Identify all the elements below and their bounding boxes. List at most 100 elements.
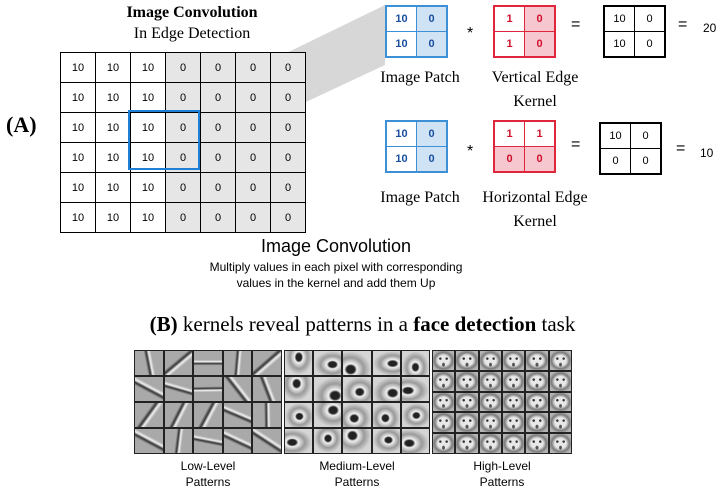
- vertical-conv-symbol: *: [467, 25, 474, 42]
- medium-pattern-tile: [313, 376, 343, 402]
- grid-cell: 10: [60, 202, 96, 233]
- high-pattern-tile: [432, 350, 456, 371]
- vertical-equals-2: =: [678, 16, 688, 33]
- low-pattern-tile: [222, 376, 253, 402]
- panel-b-text-2: task: [536, 312, 576, 336]
- medium-pattern-tile: [284, 402, 314, 428]
- high-pattern-tile: [525, 433, 549, 454]
- grid-cell: 0: [270, 82, 306, 113]
- high-pattern-tile: [455, 433, 479, 454]
- medium-pattern-tile: [400, 428, 430, 454]
- high-pattern-tile: [502, 412, 526, 434]
- grid-cell: 0: [200, 142, 236, 173]
- grid-cell: 10: [130, 82, 166, 113]
- horizontal-equals-2: =: [676, 140, 686, 157]
- low-pattern-tile: [163, 376, 194, 402]
- medium-level-suffix: Patterns: [334, 475, 380, 489]
- low-pattern-tile: [193, 350, 223, 376]
- matrix-cell: 0: [524, 5, 556, 32]
- matrix-cell: 10: [385, 120, 417, 147]
- matrix-cell: 0: [599, 148, 631, 175]
- grid-cell: 10: [60, 172, 96, 203]
- high-level-patterns-image: [432, 350, 572, 454]
- grid-cell: 0: [270, 202, 306, 233]
- medium-pattern-tile: [313, 350, 343, 376]
- matrix-cell: 1: [524, 120, 556, 147]
- vertical-patch-label: Image Patch: [380, 69, 460, 86]
- vertical-equals-1: =: [571, 16, 581, 33]
- high-pattern-tile: [432, 370, 456, 392]
- high-pattern-tile: [455, 412, 479, 434]
- grid-cell: 10: [95, 82, 131, 113]
- medium-pattern-tile: [400, 350, 430, 376]
- panel-a-subtitle: In Edge Detection: [133, 25, 251, 42]
- grid-cell: 0: [235, 82, 271, 113]
- horizontal-equals-1: =: [571, 136, 581, 153]
- low-pattern-tile: [252, 402, 282, 428]
- grid-cell: 10: [95, 52, 131, 83]
- high-pattern-tile: [478, 433, 502, 454]
- low-pattern-tile: [222, 402, 253, 428]
- matrix-cell: 0: [524, 146, 556, 173]
- caption-line-2: values in the kernel and add them Up: [236, 276, 436, 290]
- high-pattern-tile: [502, 370, 526, 392]
- medium-pattern-tile: [342, 376, 372, 402]
- low-pattern-tile: [193, 402, 223, 428]
- matrix-cell: 0: [630, 148, 662, 175]
- low-pattern-tile: [252, 376, 282, 402]
- low-pattern-tile: [163, 402, 194, 428]
- high-pattern-tile: [455, 391, 479, 413]
- high-pattern-tile: [502, 433, 526, 454]
- matrix-cell: 10: [385, 146, 417, 173]
- medium-pattern-tile: [371, 350, 401, 376]
- medium-pattern-tile: [313, 428, 343, 454]
- low-level-patterns-image: [134, 350, 282, 454]
- matrix-cell: 1: [493, 120, 525, 147]
- high-pattern-tile: [525, 412, 549, 434]
- matrix-cell: 0: [630, 122, 662, 149]
- low-pattern-tile: [163, 350, 194, 376]
- low-pattern-tile: [134, 376, 164, 402]
- high-level-name: High-Level: [473, 459, 531, 473]
- medium-level-name: Medium-Level: [319, 459, 395, 473]
- high-pattern-tile: [548, 433, 572, 454]
- grid-cell: 0: [270, 52, 306, 83]
- low-pattern-tile: [134, 350, 164, 376]
- panel-b-text-bold: face detection: [413, 312, 537, 336]
- grid-cell: 0: [165, 112, 201, 143]
- medium-pattern-tile: [400, 402, 430, 428]
- low-pattern-tile: [134, 428, 164, 454]
- high-pattern-tile: [525, 370, 549, 392]
- high-pattern-tile: [478, 412, 502, 434]
- high-pattern-tile: [525, 350, 549, 371]
- panel-b-heading: (B) kernels reveal patterns in a face de…: [0, 312, 725, 337]
- low-pattern-tile: [222, 428, 253, 454]
- medium-pattern-tile: [371, 428, 401, 454]
- high-pattern-tile: [548, 370, 572, 392]
- panel-b-text-1: kernels reveal patterns in a: [177, 312, 414, 336]
- matrix-cell: 0: [416, 120, 448, 147]
- grid-cell: 0: [165, 202, 201, 233]
- high-pattern-tile: [548, 391, 572, 413]
- matrix-cell: 0: [416, 31, 448, 58]
- grid-cell: 0: [165, 52, 201, 83]
- high-level-suffix: Patterns: [479, 475, 525, 489]
- grid-cell: 10: [130, 52, 166, 83]
- matrix-cell: 10: [603, 5, 635, 32]
- grid-cell: 10: [130, 202, 166, 233]
